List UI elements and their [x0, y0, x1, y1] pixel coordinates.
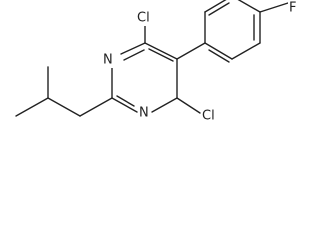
bond-c6-cl — [176, 97, 201, 114]
bond-ar1-ar2 — [204, 42, 233, 60]
atom-label-n-lower: N — [139, 106, 149, 121]
bond-c2-ch2 — [79, 97, 113, 117]
bond-c6-n1 — [151, 97, 178, 113]
atom-label-cl-top: Cl — [137, 11, 150, 26]
bond-ch2-ch — [47, 97, 81, 117]
bonds — [15, 0, 289, 117]
bond-n3-c4-inner — [123, 49, 145, 61]
bond-ar5-ar6-inner — [208, 2, 230, 16]
bond-ch-ch3-left — [15, 97, 49, 117]
bond-ar2-ar3 — [231, 42, 261, 60]
bond-ar4-f — [259, 2, 289, 13]
bond-ar4-ar5 — [237, 0, 261, 13]
atom-label-cl-bottom: Cl — [202, 109, 215, 124]
bond-c4-c5-inner — [148, 48, 174, 62]
bond-n3-c4 — [120, 42, 146, 55]
bond-ar1-ar2-inner — [208, 49, 230, 63]
bond-n1-c2 — [111, 97, 138, 113]
atom-label-n-upper: N — [103, 53, 113, 68]
atom-label-fluorine: F — [289, 1, 296, 16]
bond-ar5-ar6 — [204, 0, 227, 13]
bond-n1-c2-inner — [116, 95, 135, 107]
bond-c4-c5 — [144, 42, 178, 60]
chemical-structure-diagram: Cl Cl N N F — [15, 0, 300, 124]
atom-labels: Cl Cl N N F — [102, 0, 300, 124]
bond-c5-aryl — [176, 42, 206, 60]
